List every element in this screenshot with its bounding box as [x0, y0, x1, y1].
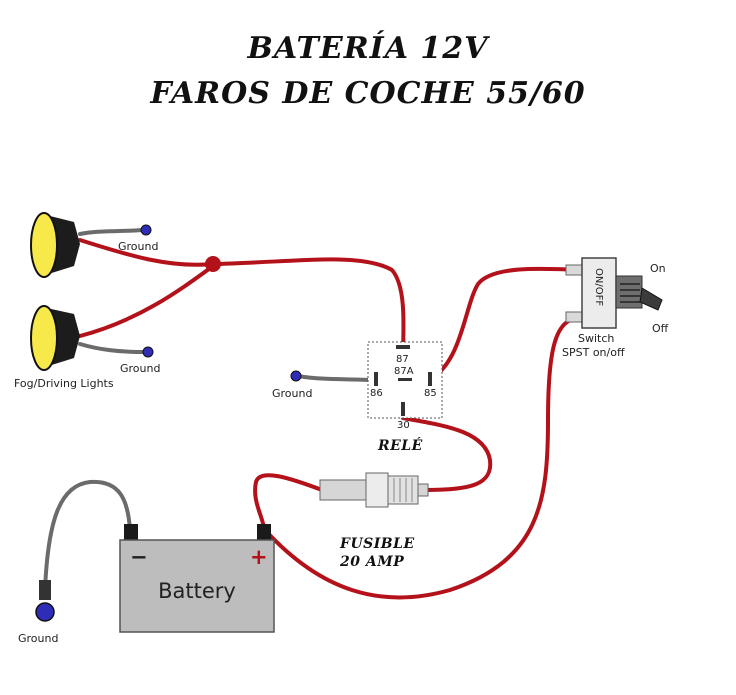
- fuse-holder-right: [387, 475, 419, 505]
- battery-negative-terminal: [124, 524, 138, 540]
- title-line-1: BATERÍA 12V: [247, 30, 491, 66]
- fuse-cap: [365, 472, 389, 508]
- relay: 87 87A 86 85 30: [367, 341, 443, 431]
- relay-pin-85: [428, 372, 432, 386]
- switch-on-label: On: [650, 262, 666, 275]
- ground-terminal: [142, 346, 154, 358]
- ground-wire-battery: [43, 479, 132, 592]
- ground-label-relay: Ground: [272, 387, 312, 400]
- wire-junction-relay87: [211, 257, 406, 352]
- switch-type-label: SPST on/off: [562, 346, 625, 359]
- ground-wire-relay86: [296, 374, 376, 382]
- battery-minus-sign: −: [130, 545, 148, 569]
- relay-pin-86: [374, 372, 378, 386]
- relay-pin-30-label: 30: [397, 420, 410, 431]
- wire-lamp1-junction: [78, 238, 215, 267]
- ground-terminal: [140, 224, 152, 236]
- switch-body-text: ON/OFF: [593, 268, 604, 306]
- ground-label-lamp1: Ground: [118, 240, 158, 253]
- relay-pin-87-label: 87: [396, 354, 409, 365]
- switch-name-label: Switch: [578, 332, 614, 345]
- relay-pin-87a-label: 87A: [394, 366, 414, 377]
- battery-plus-sign: +: [250, 545, 268, 569]
- wire-lamp2-junction: [78, 264, 215, 338]
- relay-pin-87a: [398, 378, 412, 381]
- relay-pin-85-label: 85: [424, 388, 437, 399]
- ground-label-battery: Ground: [18, 632, 58, 645]
- fuse-holder-left: [319, 479, 369, 501]
- relay-label: RELÉ: [377, 436, 423, 454]
- switch-off-label: Off: [652, 322, 669, 335]
- relay-pin-87: [396, 345, 410, 349]
- wire-switch-battery-positive: [263, 316, 582, 600]
- fuse-label-line2: 20 AMP: [339, 554, 404, 570]
- ground-wire-lamp1: [78, 228, 144, 236]
- fog-lights-label: Fog/Driving Lights: [14, 377, 114, 390]
- fog-light-lower: [30, 305, 80, 371]
- toggle-lever: [639, 287, 663, 311]
- ground-terminal: [290, 370, 302, 382]
- wire-relay85-switch: [430, 266, 582, 380]
- relay-pin-86-label: 86: [370, 388, 383, 399]
- switch-terminal-top: [565, 264, 583, 276]
- fuse-label-line1: FUSIBLE: [339, 536, 415, 552]
- relay-pin-30: [401, 402, 405, 416]
- lamp-lens: [30, 305, 58, 371]
- fog-light-upper: [30, 212, 80, 278]
- battery-positive-terminal: [257, 524, 271, 540]
- ground-wire-lamp2: [78, 342, 147, 354]
- battery-body: [119, 539, 275, 633]
- wire-junction: [205, 256, 221, 272]
- battery-ground-connector: [39, 580, 51, 600]
- switch-terminal-bottom: [565, 311, 583, 323]
- battery: − + Battery: [119, 524, 275, 633]
- switch-bushing: [615, 275, 643, 309]
- fuse: [319, 472, 429, 508]
- lamp-lens: [30, 212, 58, 278]
- battery-label: Battery: [158, 579, 236, 603]
- title-line-2: FAROS DE COCHE 55/60: [149, 76, 585, 111]
- switch-spst: ON/OFF: [565, 257, 663, 329]
- wire-fuse-battery-positive: [253, 473, 324, 530]
- ground-label-lamp2: Ground: [120, 362, 160, 375]
- wire-relay30-fuse: [401, 402, 493, 492]
- ground-terminal: [35, 602, 55, 622]
